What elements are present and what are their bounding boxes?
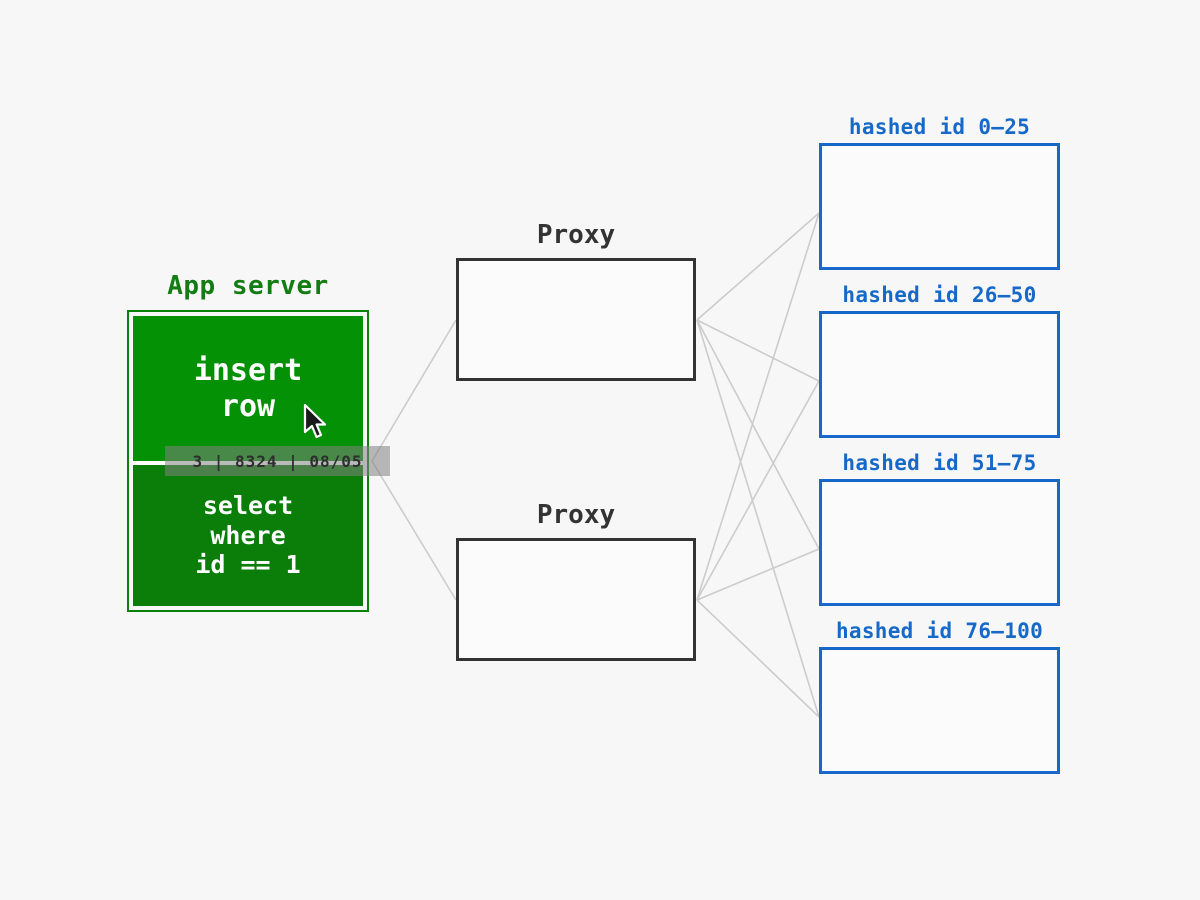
connector-line-2 (696, 212, 820, 321)
shard-node-0[interactable] (819, 143, 1060, 270)
shard-title-1: hashed id 26–50 (842, 283, 1037, 307)
connector-line-3 (696, 319, 820, 382)
dragged-row-ghost[interactable]: 3 | 8324 | 08/05 (165, 446, 390, 476)
shard-title-0: hashed id 0–25 (848, 115, 1031, 139)
select-label-line1: select (202, 491, 294, 521)
connector-line-4 (696, 319, 820, 550)
connector-line-5 (696, 319, 820, 718)
select-label-line3: id == 1 (195, 550, 301, 580)
shard-title-2: hashed id 51–75 (842, 451, 1037, 475)
arrow-cursor-icon (303, 404, 327, 439)
insert-label-line1: insert (193, 353, 303, 389)
proxy-title-2: Proxy (536, 500, 616, 530)
connector-line-6 (696, 212, 820, 601)
app-server-select-panel[interactable]: select where id == 1 (133, 465, 363, 606)
connector-line-8 (696, 548, 820, 601)
connector-line-9 (696, 599, 820, 718)
select-label-line2: where (210, 520, 286, 550)
proxy-node-2[interactable] (456, 538, 696, 661)
shard-title-3: hashed id 76–100 (835, 619, 1044, 643)
shard-node-3[interactable] (819, 647, 1060, 774)
app-server-title: App server (167, 271, 329, 301)
shard-node-2[interactable] (819, 479, 1060, 606)
connector-line-0 (371, 319, 457, 462)
proxy-node-1[interactable] (456, 258, 696, 381)
shard-node-1[interactable] (819, 311, 1060, 438)
dragged-row-text: 3 | 8324 | 08/05 (192, 451, 363, 471)
proxy-title-1: Proxy (536, 220, 616, 250)
connector-line-1 (371, 460, 457, 601)
app-server-insert-panel[interactable]: insert row (133, 316, 363, 461)
connector-line-7 (696, 380, 820, 601)
insert-label-line2: row (220, 388, 276, 424)
